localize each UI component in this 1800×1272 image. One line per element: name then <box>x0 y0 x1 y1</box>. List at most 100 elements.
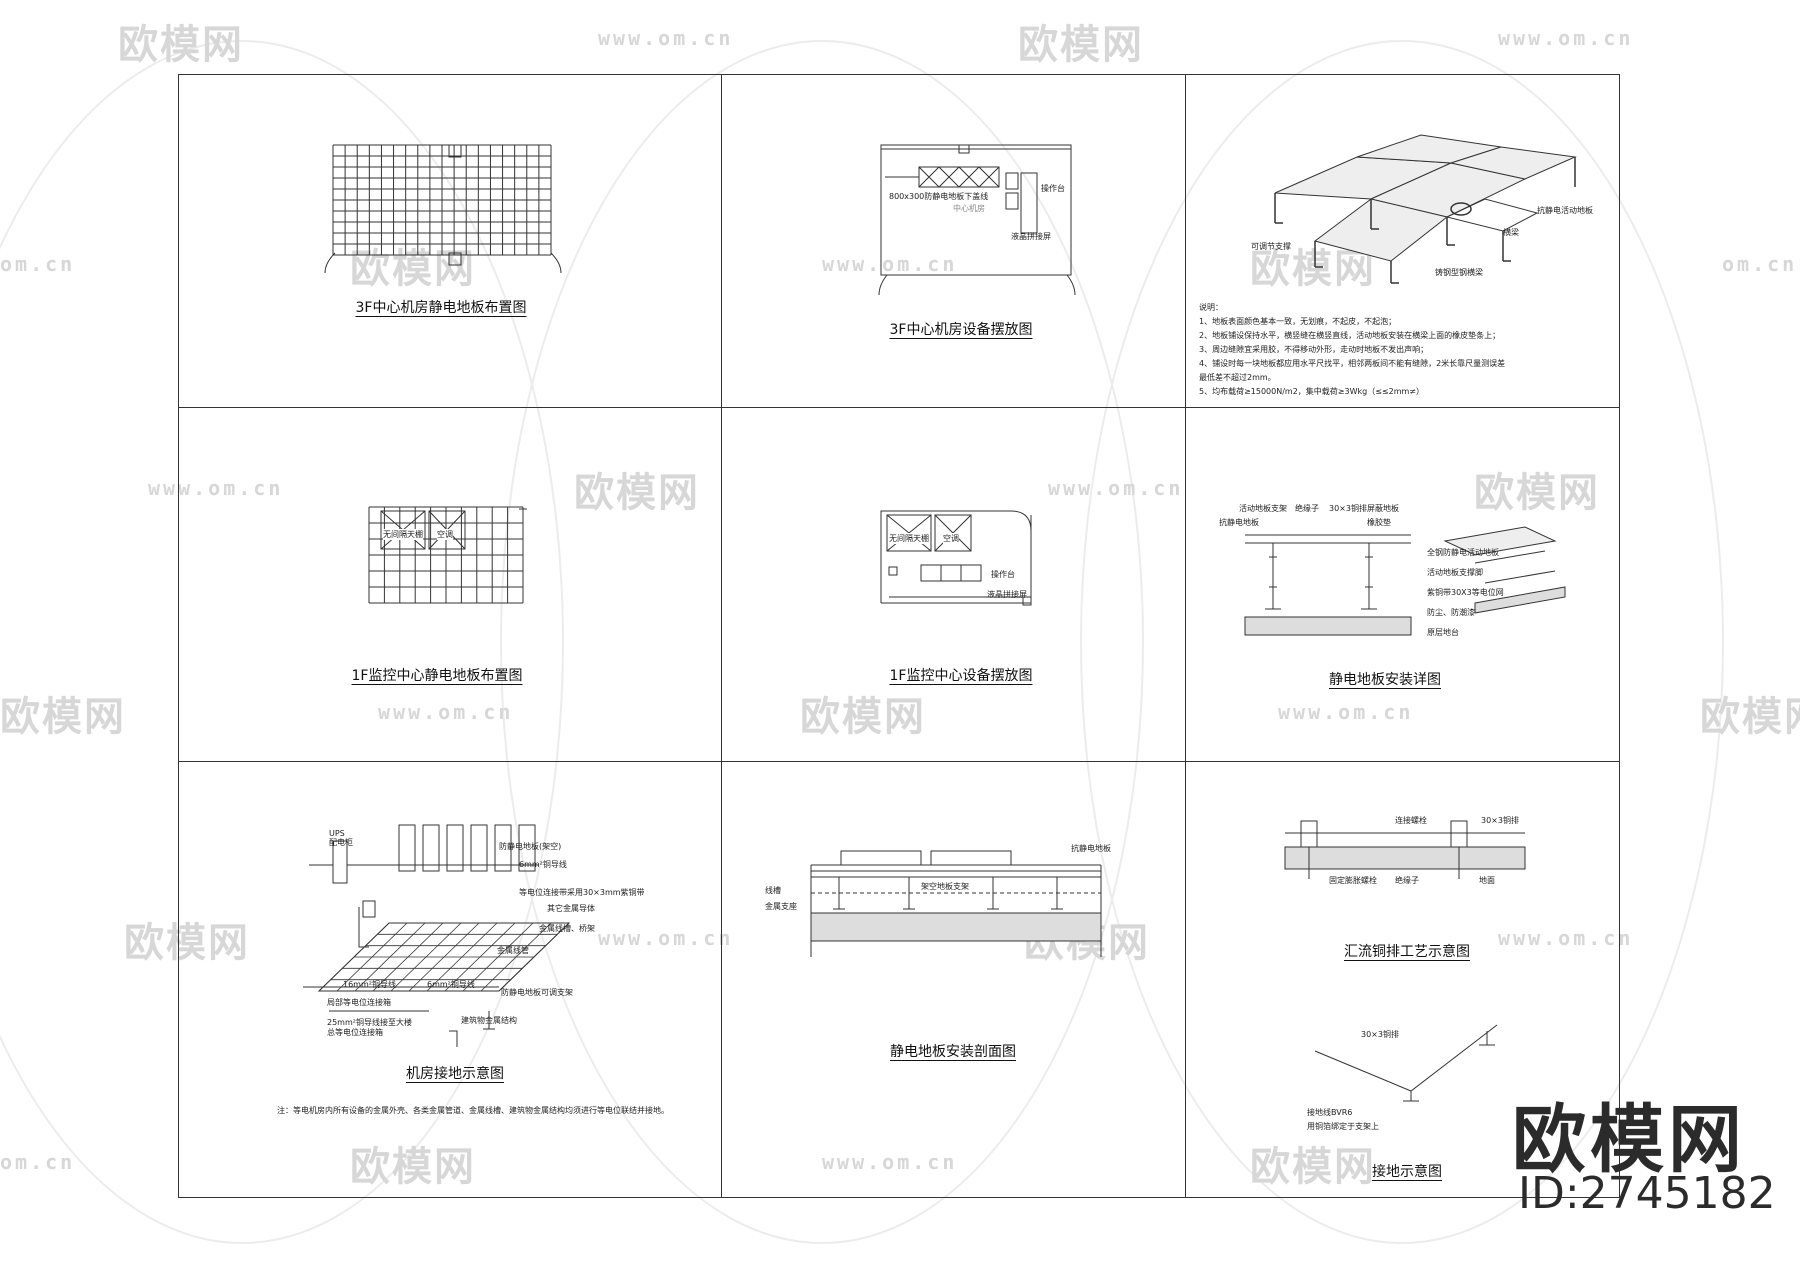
label: 6mm²铜导线 <box>427 980 475 989</box>
panel-3f-equipment: 800x300防静电地板下盖线 中心机房 操作台 液晶拼接屏 3F中心机房设备摆… <box>721 75 1185 407</box>
label: 可调节支撑 <box>1251 242 1291 251</box>
watermark-logo: 欧模网 <box>118 22 244 68</box>
label: 30×3铜排 <box>1481 816 1519 825</box>
label: 紫铜带30X3等电位网 <box>1427 588 1504 597</box>
panel-busbar-grounding: 连接螺栓 30×3铜排 固定膨胀螺栓 绝缘子 地面 汇流铜排工艺示意图 30×3… <box>1185 761 1621 1199</box>
room-box <box>380 510 426 550</box>
install-section-drawing <box>810 850 1102 957</box>
panel-caption: 汇流铜排工艺示意图 <box>1344 944 1470 960</box>
watermark-url: www.om.cn <box>1498 26 1634 50</box>
installation-notes: 说明： 1、地板表面颜色基本一致，无划痕，不起皮，不起泡； 2、地板铺设保持水平… <box>1199 301 1505 399</box>
cabinet <box>398 824 416 872</box>
label: 空调 <box>943 533 959 544</box>
label: 固定膨胀螺栓 <box>1329 876 1377 885</box>
grid-divider <box>721 75 722 1197</box>
grounding-schematic-drawing <box>303 824 571 1047</box>
watermark-logo: 欧模网 <box>1018 22 1144 68</box>
label: 建筑物金属结构 <box>461 1016 517 1025</box>
watermark-logo: 欧模网 <box>1700 694 1800 740</box>
label: 金属线槽、桥架 <box>539 924 595 933</box>
room-box <box>428 510 466 550</box>
grid-divider <box>179 407 1619 408</box>
label: 地面 <box>1479 876 1495 885</box>
label: 等电位连接带采用30×3mm紫铜带 <box>519 888 645 897</box>
label: 无间隔天棚 <box>383 529 423 540</box>
note-line: 1、地板表面颜色基本一致，无划痕，不起皮，不起泡； <box>1199 317 1397 326</box>
cabinet <box>470 824 488 872</box>
label: 16mm²铜导线 <box>343 980 396 989</box>
label: 防静电地板(架空) <box>499 842 562 851</box>
label: 总等电位连接箱 <box>327 1028 383 1037</box>
label: 25mm²铜导线接至大楼 <box>327 1018 412 1027</box>
label: 无间隔天棚 <box>889 533 929 544</box>
label: 30×3铜排 <box>1329 504 1367 513</box>
watermark-url: om.cn <box>1722 252 1798 276</box>
panel-grounding-schematic: UPS 配电柜 防静电地板(架空) 6mm²铜导线 等电位连接带采用30×3mm… <box>179 761 721 1199</box>
cabinet <box>446 824 464 872</box>
floor-opening <box>1445 198 1539 232</box>
label: 横梁 <box>1503 228 1519 237</box>
grid-divider <box>179 761 1619 762</box>
label: 原层地台 <box>1427 628 1459 637</box>
label: 金属支座 <box>765 902 797 911</box>
label: 局部等电位连接箱 <box>327 998 391 1007</box>
panel-caption: 静电地板安装详图 <box>1329 672 1441 688</box>
note-line: 最低差不超过2mm。 <box>1199 373 1276 382</box>
install-detail-drawing <box>1244 526 1566 636</box>
label: 抗静电活动地板 <box>1537 206 1593 215</box>
panel-caption: 静电地板安装剖面图 <box>890 1044 1016 1060</box>
label: 防尘、防潮漆 <box>1427 608 1475 617</box>
note-line: 3、周边缝隙宜采用胶，不得移动外形，走动时地板不发出声响； <box>1199 345 1429 354</box>
watermark-url: om.cn <box>0 252 76 276</box>
column <box>448 144 462 158</box>
label: 800x300防静电地板下盖线 <box>889 192 989 201</box>
watermark-logo: 欧模网 <box>0 694 126 740</box>
label: 6mm²铜导线 <box>519 860 567 869</box>
label: 连接螺栓 <box>1395 816 1427 825</box>
watermark-url: om.cn <box>0 1150 76 1174</box>
label: 其它金属导体 <box>547 904 595 913</box>
label: 绝缘子 <box>1295 504 1319 513</box>
label: 线槽 <box>765 886 781 895</box>
panel-install-detail: 活动地板支架 抗静电地板 绝缘子 30×3铜排 屏蔽地板 橡胶垫 全钢防静电活动… <box>1185 407 1621 761</box>
watermark-url: www.om.cn <box>598 26 734 50</box>
panel-caption: 3F中心机房设备摆放图 <box>889 322 1033 338</box>
notes-title: 说明： <box>1199 303 1223 312</box>
label: 抗静电地板 <box>1219 518 1259 527</box>
label: 铸钢型钢横梁 <box>1435 268 1483 277</box>
label: 配电柜 <box>329 838 353 847</box>
column <box>448 252 462 266</box>
label: 液晶拼接屏 <box>1011 232 1051 241</box>
label: 绝缘子 <box>1395 876 1419 885</box>
grounding-note: 注：等电机房内所有设备的金属外壳、各类金属管道、金属线槽、建筑物金属结构均须进行… <box>277 1106 669 1115</box>
label: 操作台 <box>1041 184 1065 193</box>
label: 接地线BVR6 <box>1307 1108 1353 1117</box>
panel-caption: 1F监控中心静电地板布置图 <box>351 668 523 684</box>
panel-install-section: 抗静电地板 线槽 金属支座 架空地板支架 静电地板安装剖面图 <box>721 761 1185 1199</box>
label: 活动地板支架 <box>1239 504 1287 513</box>
label: UPS <box>329 829 345 838</box>
label: 屏蔽地板 <box>1367 504 1399 513</box>
label: 抗静电地板 <box>1071 844 1111 853</box>
floor-grid-drawing <box>368 506 527 604</box>
label: 中心机房 <box>953 204 985 213</box>
cabinet <box>494 824 512 872</box>
drawing-sheet: 3F中心机房静电地板布置图 800x300防静电地板下盖线 中心机房 操作台 液… <box>178 74 1620 1198</box>
brand-id: ID:2745182 <box>1518 1168 1776 1219</box>
grid-divider <box>1185 75 1186 1197</box>
label: 液晶拼接屏 <box>987 590 1027 599</box>
label: 操作台 <box>991 570 1015 579</box>
busbar-grounding-drawing <box>1284 820 1526 1102</box>
panel-caption: 3F中心机房静电地板布置图 <box>355 300 527 316</box>
label: 空调 <box>437 529 453 540</box>
door-swing <box>324 252 562 274</box>
cabinet <box>422 824 440 872</box>
panel-3f-floor-layout: 3F中心机房静电地板布置图 <box>179 75 721 407</box>
equipment-plan-drawing <box>880 510 1032 606</box>
panel-caption: 接地示意图 <box>1372 1164 1442 1180</box>
panel-1f-floor-layout: 无间隔天棚 空调 1F监控中心静电地板布置图 <box>179 407 721 761</box>
note-line: 4、铺设时每一块地板都应用水平尺找平，相邻两板间不能有缝隙，2米长靠尺量测误差 <box>1199 359 1506 368</box>
floor-grid-drawing <box>324 144 562 274</box>
label: 橡胶垫 <box>1367 518 1391 527</box>
panel-caption: 1F监控中心设备摆放图 <box>889 668 1033 684</box>
